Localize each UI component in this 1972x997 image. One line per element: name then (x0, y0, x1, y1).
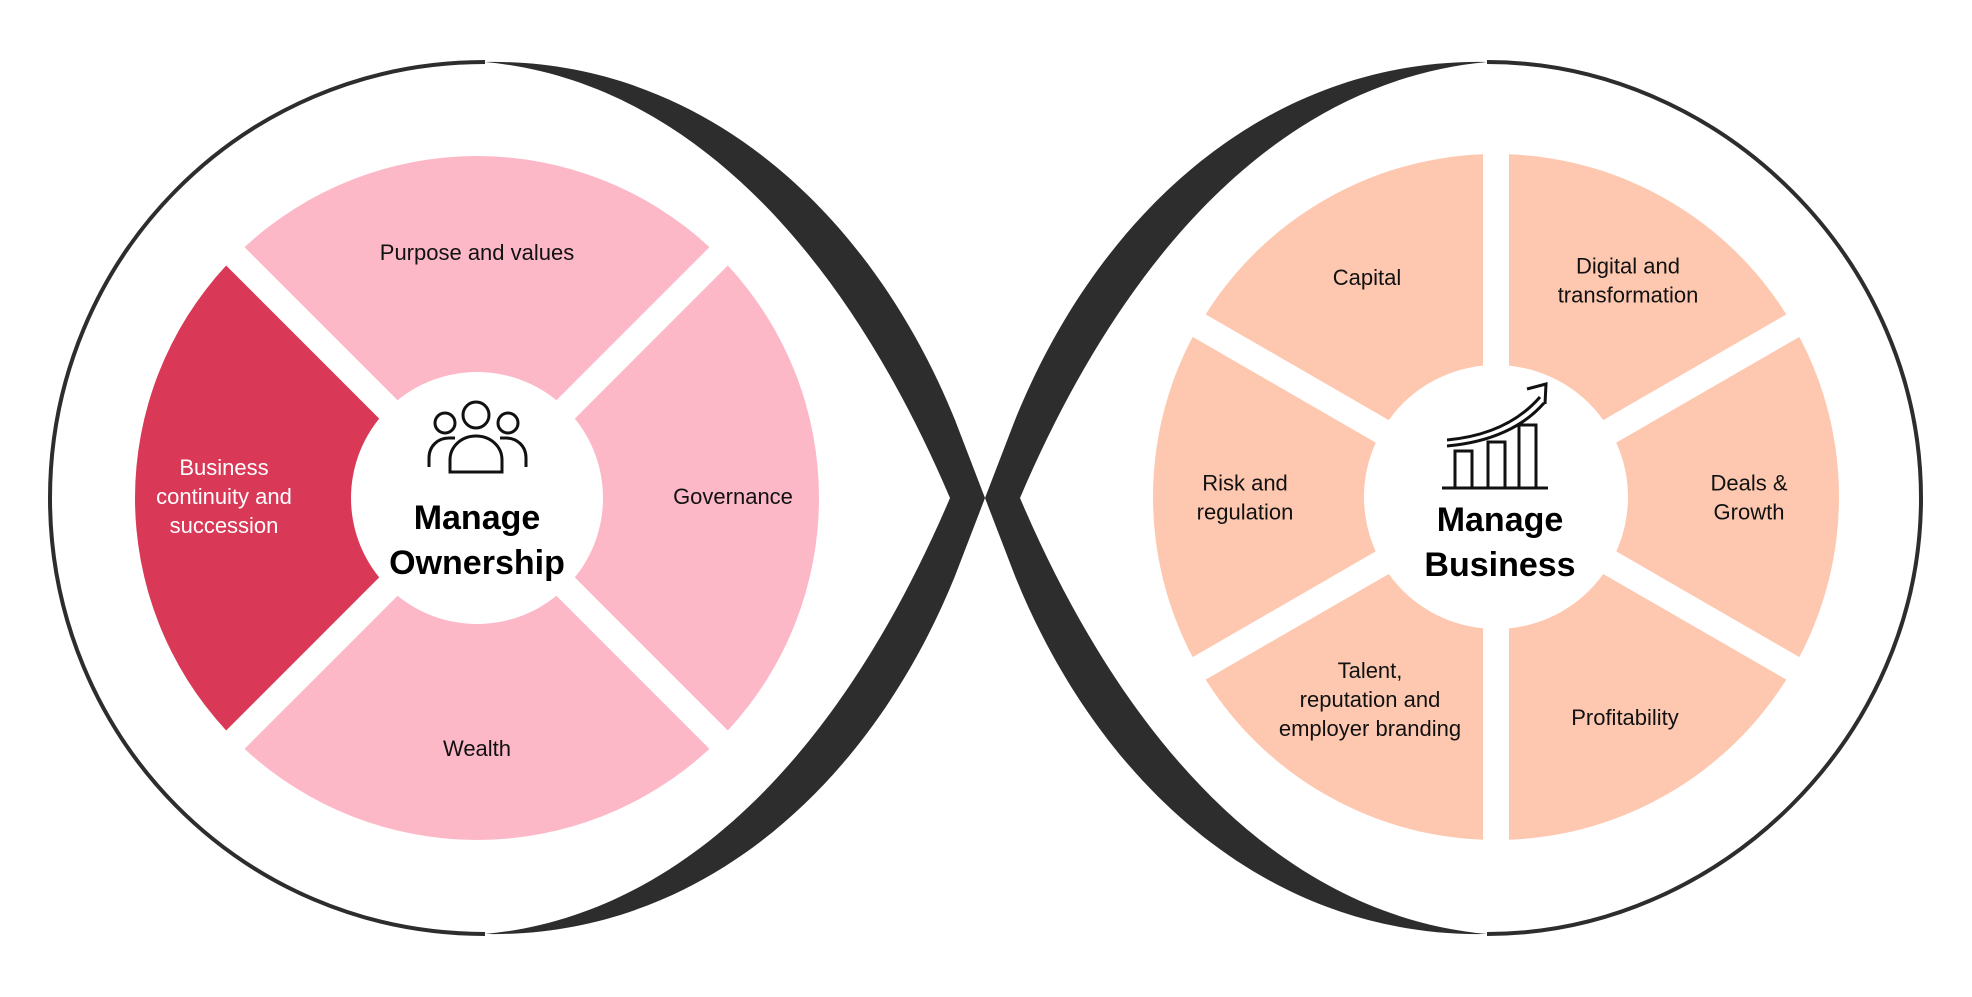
business-segment-label-line: transformation (1558, 283, 1699, 308)
ownership-segment-label: Governance (673, 484, 793, 509)
business-title-line2: Business (1424, 546, 1575, 584)
business-segment-label-line: Digital and (1576, 254, 1680, 279)
infinity-loop (47, 60, 1924, 936)
ownership-segment-label-line: continuity and (156, 484, 292, 509)
business-segment-label-line: Deals & (1710, 471, 1787, 496)
business-segment-label: Digital and transformation (1558, 254, 1699, 308)
ownership-title-line1: Manage (414, 499, 541, 537)
business-segment[interactable] (1205, 154, 1483, 421)
ownership-hub: Manage Ownership (389, 400, 565, 582)
business-segment-label: Talent, reputation and employer branding (1279, 658, 1461, 741)
growth-chart-icon (1442, 382, 1548, 490)
ownership-segment-label: Business continuity and succession (156, 455, 292, 538)
business-hub: Manage Business (1424, 382, 1576, 584)
business-segment[interactable] (1509, 154, 1787, 421)
business-title-line1: Manage (1437, 501, 1564, 539)
loop-right-outline (1486, 60, 1924, 936)
business-segment-label-line: Risk and (1202, 471, 1288, 496)
business-segment-label: Deals & Growth (1710, 471, 1787, 525)
ownership-segment[interactable] (244, 595, 710, 840)
ownership-segment-label: Purpose and values (380, 240, 574, 265)
ownership-segment[interactable] (574, 265, 820, 731)
business-segment[interactable] (1616, 336, 1839, 658)
business-segment-label: Profitability (1571, 705, 1679, 730)
business-segment[interactable] (1205, 573, 1483, 840)
ownership-segment-label-line: Business (179, 455, 268, 480)
business-segment-label: Capital (1333, 265, 1401, 290)
loop-crossing-band (485, 61, 1487, 935)
business-segment[interactable] (1153, 336, 1376, 658)
business-segment[interactable] (1509, 573, 1787, 840)
ownership-segment[interactable] (244, 156, 710, 401)
business-segment-label-line: Growth (1714, 500, 1785, 525)
ownership-segment-label-line: Purpose and values (380, 240, 574, 265)
ownership-title-line2: Ownership (389, 544, 565, 582)
ownership-segment-label-line: succession (170, 513, 279, 538)
business-segment-label-line: employer branding (1279, 716, 1461, 741)
business-segment-label-line: Talent, (1338, 658, 1403, 683)
ownership-segment-label: Wealth (443, 736, 511, 761)
business-segment-label-line: Capital (1333, 265, 1401, 290)
people-group-icon (427, 400, 528, 474)
business-segment-label: Risk and regulation (1197, 471, 1294, 525)
ownership-segment-label-line: Governance (673, 484, 793, 509)
business-segment-label-line: regulation (1197, 500, 1294, 525)
loop-left-outline (47, 60, 486, 936)
business-segment-label-line: Profitability (1571, 705, 1679, 730)
ownership-segment-label-line: Wealth (443, 736, 511, 761)
ownership-segment[interactable] (135, 265, 380, 731)
business-segment-label-line: reputation and (1300, 687, 1441, 712)
